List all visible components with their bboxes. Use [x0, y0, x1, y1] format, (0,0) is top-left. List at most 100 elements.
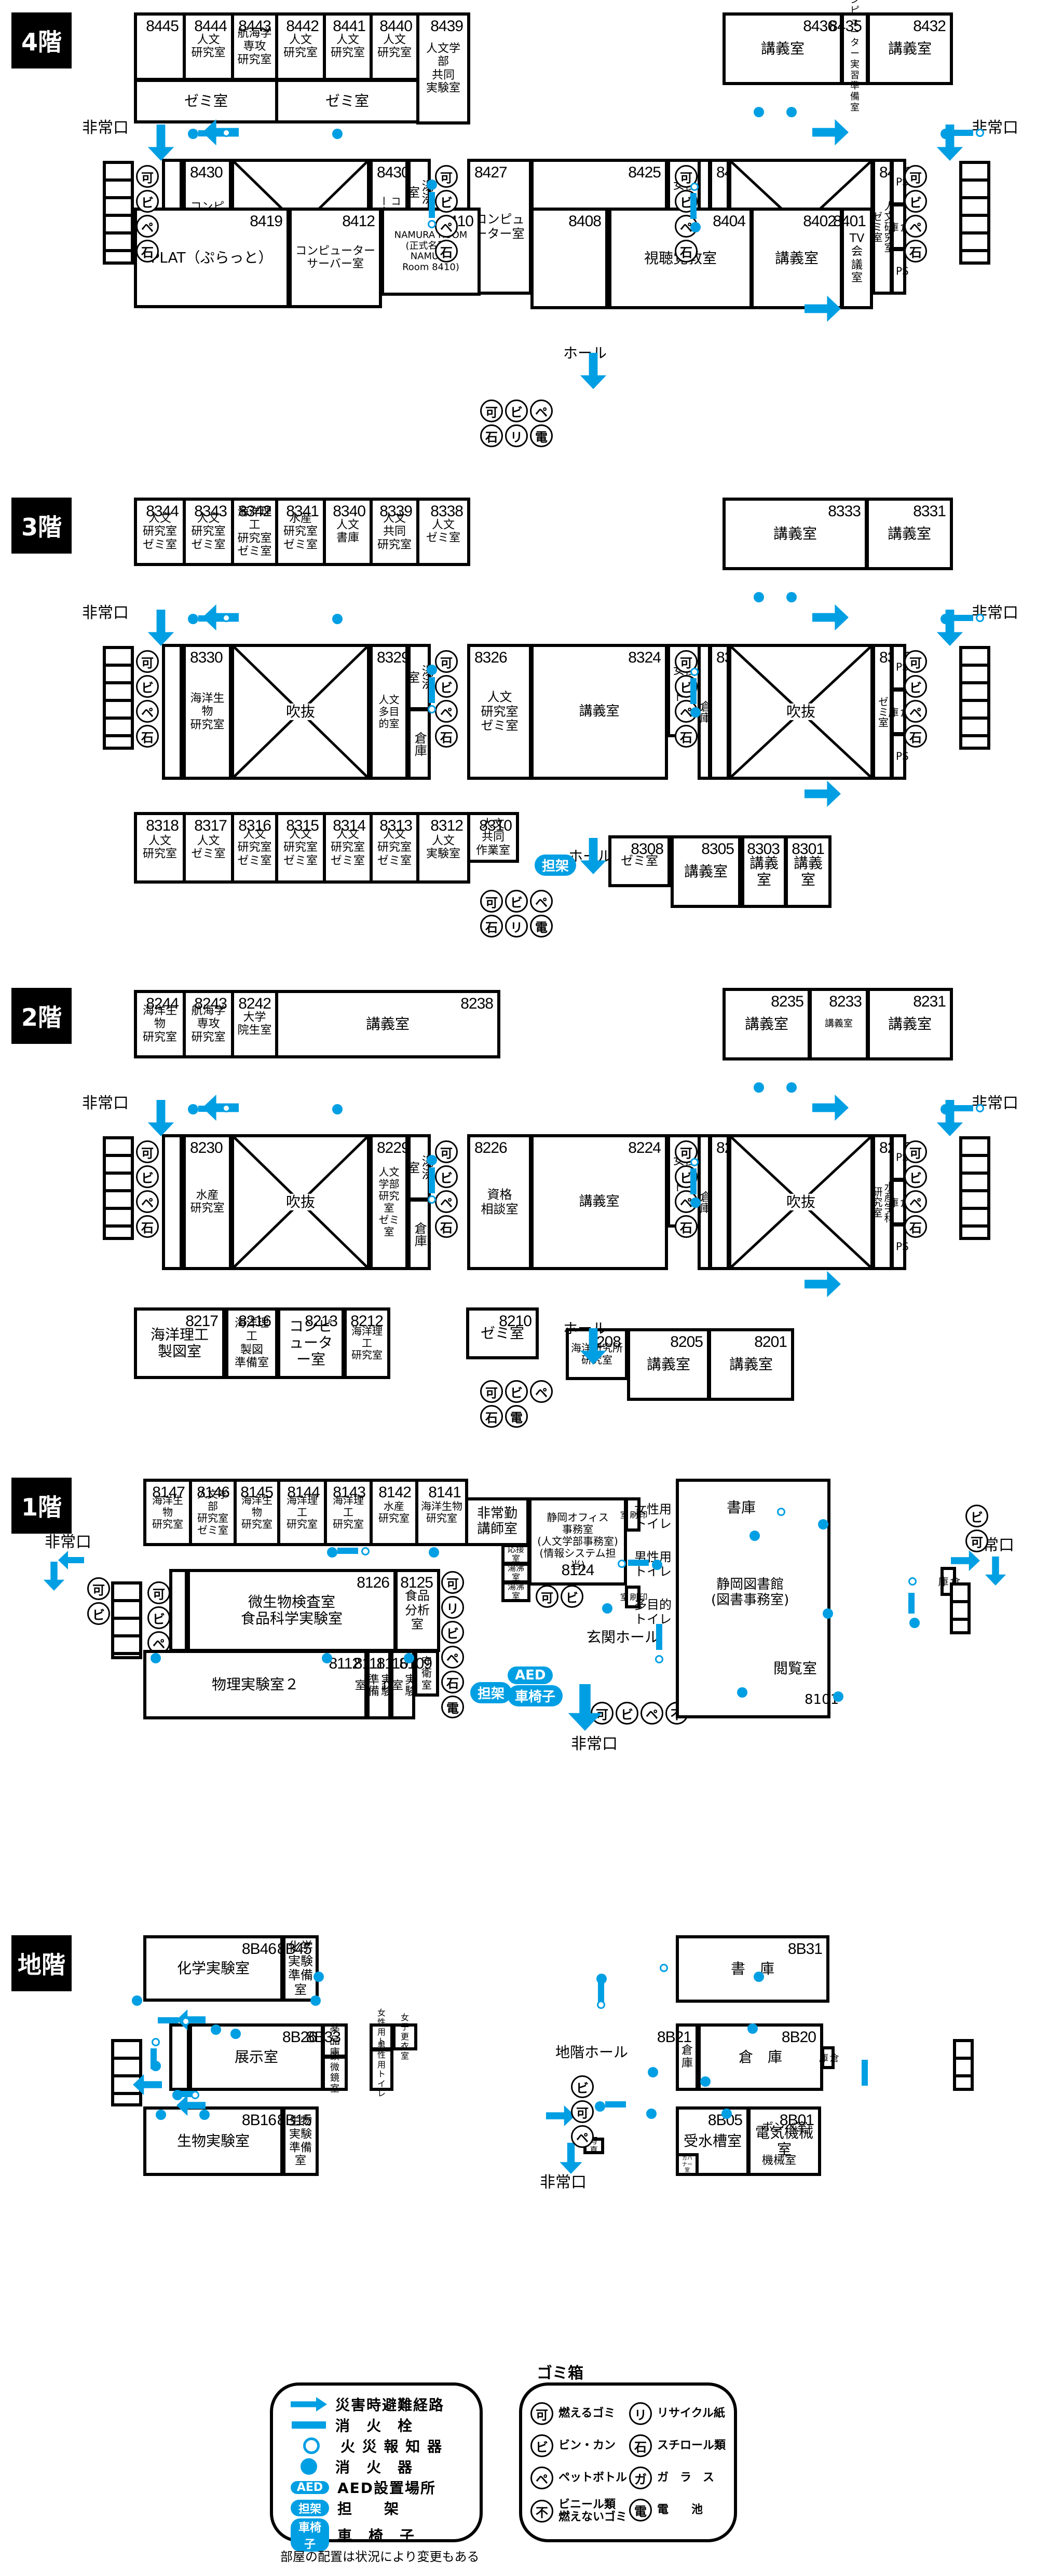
room[interactable]: ゼミ室 — [275, 79, 419, 123]
room[interactable]: 応接室 — [501, 1544, 530, 1565]
room[interactable]: 8408 — [530, 208, 608, 309]
closet[interactable] — [169, 2023, 190, 2091]
room[interactable]: 8208海洋研究所 研究室 — [566, 1328, 628, 1380]
room[interactable]: 8221 — [709, 1134, 749, 1270]
room[interactable]: PS — [891, 248, 909, 295]
room[interactable]: 湯沸室 — [501, 1581, 530, 1602]
elevator-shaft[interactable] — [169, 1569, 188, 1652]
room[interactable]: ガバナー室 — [676, 2153, 699, 2176]
room[interactable]: 印刷室 — [619, 1497, 648, 1532]
elevator-shaft[interactable] — [162, 1134, 183, 1270]
elevator-shaft[interactable] — [162, 644, 183, 780]
room[interactable]: 8435コンピューター 実習 準備室 — [829, 0, 869, 113]
room[interactable]: 女子 更衣室 — [392, 2013, 417, 2060]
room[interactable]: 倉庫 — [817, 2046, 839, 2069]
room[interactable]: PS — [891, 1223, 909, 1270]
room[interactable]: 顕微鏡室 — [322, 2051, 348, 2095]
room[interactable]: 倉庫 — [407, 708, 431, 780]
room[interactable]: 非常勤 講師室 — [465, 1497, 529, 1546]
library[interactable] — [676, 1479, 830, 1718]
room[interactable]: 倉庫 — [407, 1199, 431, 1270]
room[interactable]: 印刷室 — [619, 1586, 648, 1608]
room[interactable]: 湯沸室 — [405, 1134, 434, 1201]
room[interactable]: 8445 — [134, 12, 186, 81]
room[interactable]: 男性用 トイレ — [370, 2041, 393, 2098]
room[interactable]: 湯沸室 — [405, 644, 434, 710]
room[interactable]: PS — [891, 733, 909, 780]
room[interactable]: 湯沸室 — [501, 1563, 530, 1583]
